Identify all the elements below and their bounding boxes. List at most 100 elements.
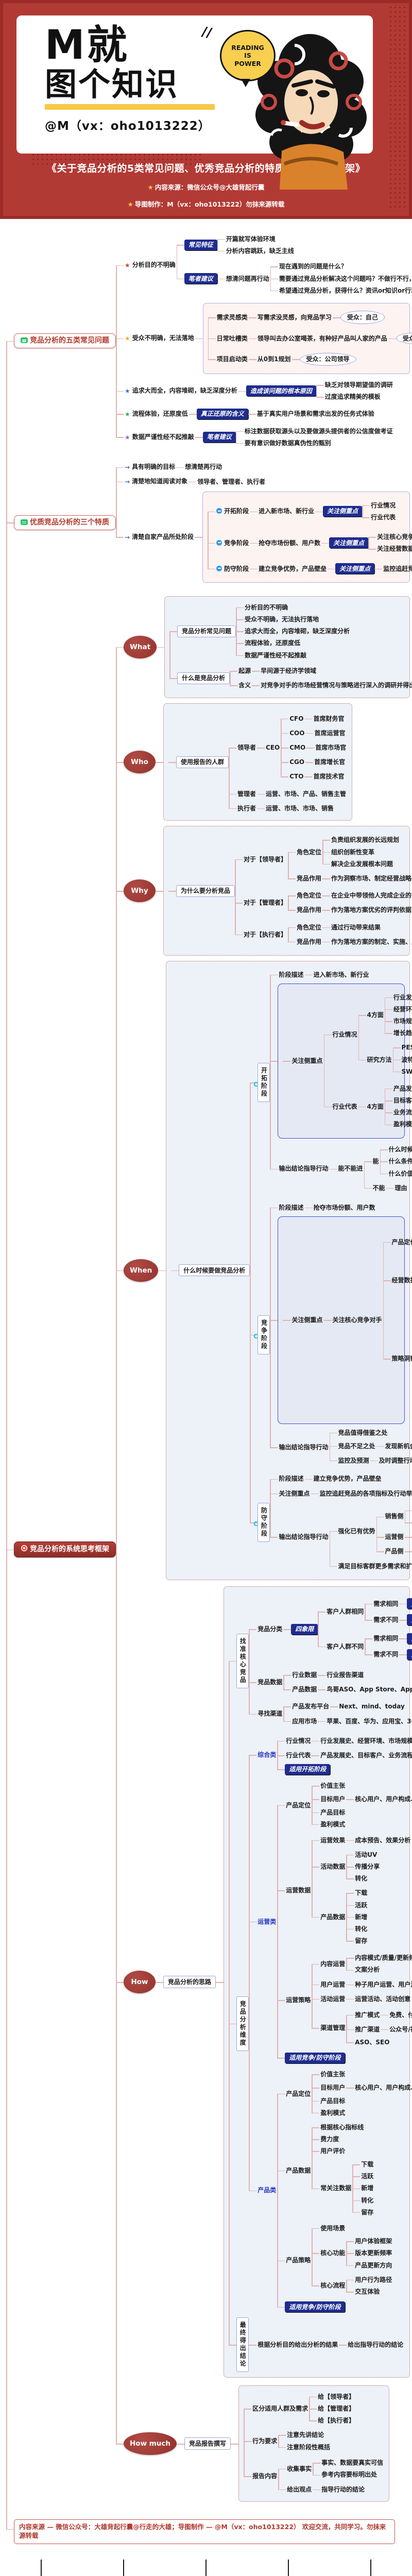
plain-label: 数据严谨性经不起推敲	[124, 432, 195, 442]
map-branch-item: 受众：公司领导	[292, 351, 356, 367]
map-node-text: Next、mind、today	[339, 1702, 405, 1710]
plain-label: 价值主张	[319, 1781, 346, 1790]
arrow-blue-icon	[125, 533, 130, 541]
plain-label: 角色定位	[296, 891, 322, 900]
map-node: 抢夺市场份额、用户数关注侧重点关注核心竞争对手关注经营数据和经营策略	[258, 530, 405, 556]
map-branch: 收集事实事实、数据要真实可信参考内容要标明出处给出观点指导行动的结论	[278, 2455, 384, 2497]
map-node-text: 开篇就写体验环境	[226, 235, 276, 243]
bubble-line: POWER	[234, 60, 261, 68]
map-node: 四象限客户人群相同需求相同第一象限需求不同第二象限客户人群不同需求相同第三象限需…	[291, 1595, 405, 1664]
chat-icon	[21, 337, 28, 343]
map-branch-item: 第一象限	[399, 1597, 412, 1611]
map-branch-item: 竞品作用作为落地方案优劣的评判依据	[288, 903, 405, 917]
map-node-text: 新增	[355, 1913, 367, 1921]
map-branch-item: 区分适用人群及需求给【领导者】给【管理者】给【执行者】行为要求注意先讲结论注意阶…	[231, 2384, 389, 2503]
map-node-text: CTO	[289, 772, 303, 781]
map-branch-item: 收集事实事实、数据要真实可信参考内容要标明出处	[278, 2455, 384, 2482]
plain-label: 区分适用人群及需求	[251, 2404, 309, 2413]
plain-label: 用户评价	[319, 2146, 346, 2156]
map-node: 盈利模式	[392, 1120, 401, 1129]
grp-bluesolid-group: 关注侧重点行业情况4方面行业发展史经营环境市场规模增长趋势研究方法PEST法波特…	[278, 984, 405, 1139]
plain-label: 关注核心竞争对手	[376, 532, 412, 541]
plain-label: 传播分享	[354, 1862, 381, 1871]
map-node: 对于【执行者】角色定位通过行动带来结果竞品作用作为落地方案的制定、实施、监控和调…	[243, 920, 405, 949]
map-node-text: How	[131, 1977, 148, 1987]
plain-label: 起源	[237, 666, 252, 675]
map-node-text: 首席市场官	[315, 743, 346, 752]
map-node-text: 传播分享	[355, 1862, 380, 1871]
map-node-text: 找准核心竞品	[238, 1638, 247, 1684]
map-node-text: 基于真实用户场景和需求出发的任务式体验	[257, 410, 374, 418]
map-node-text: 需求不同	[373, 1616, 398, 1624]
map-node: 竞品分析常见问题分析目的不明确受众不明确，无法执行落地追求大而全，内容堆砌，缺乏…	[177, 601, 351, 661]
plain-label: 产品更新方向	[354, 2261, 393, 2270]
plain-label: 阶段描述	[278, 1203, 304, 1212]
map-branch-item: 从0到1规划受众：公司领导	[249, 350, 356, 368]
map-node-text: 流程体验，还原度低	[245, 639, 300, 647]
map-node-text: 活跃	[355, 1901, 367, 1909]
map-node: 转化	[354, 1874, 368, 1883]
hanging-lamps	[0, 2560, 412, 2576]
map-node-text: CGO	[289, 758, 304, 766]
map-branch-item: 产品类产品定位价值主张目标用户核心用户、用户构成、用户画像产品目标盈利模式产品数…	[249, 2066, 405, 2315]
map-branch-item: 产品发展史、目标客户、业务流程、盈利模式	[312, 1749, 405, 1761]
vert-label: 竞品分析维度	[236, 1996, 249, 2051]
map-branch-item: 用户评价	[312, 2145, 374, 2157]
map-node: 常见特征开篇就写体验环境分析内容跳跃，缺乏主线	[184, 233, 295, 257]
plain-label: 新增	[354, 1912, 368, 1922]
map-branch-item: 项目启动类从0到1规划受众：公司领导	[208, 349, 405, 369]
plain-label: 业务流程	[392, 1108, 412, 1117]
map-branch: 使用场景核心功能用户体验框架版本更新频率产品更新方向核心流程用户行为路径交互体验	[312, 2222, 393, 2299]
map-node: 文案分析	[354, 1965, 381, 1974]
map-node-text: 执行者	[237, 804, 256, 812]
lamp-wire	[123, 2560, 125, 2576]
lamp-icon	[247, 2560, 330, 2576]
vert-label: 开拓阶段	[258, 1063, 270, 1102]
map-node: 首席财务官	[312, 714, 345, 723]
map-node: 核心用户、用户构成、用户画像	[354, 1794, 405, 1804]
plain-label: 输出结论指导行动	[278, 1532, 329, 1541]
plain-label: 收集事实	[286, 2464, 313, 2473]
map-branch-item: 对竞争对手的市场经营情况与策略进行深入的调研并得出指导结论的过程	[252, 680, 405, 691]
map-branch-item: 开篇就写体验环境	[217, 233, 295, 245]
plain-label: 研究方法	[366, 1055, 393, 1064]
plain-label: 现在遇到的问题是什么？	[278, 262, 348, 271]
map-branch-item: 运营侧运营能力强化	[376, 1530, 408, 1544]
mindmap-root: 竞品分析的五类常见问题分析目的不明确常见特征开篇就写体验环境分析内容跳跃，缺乏主…	[6, 226, 410, 2548]
map-node-text: 能不能进	[338, 1164, 363, 1173]
map-branch-item: 首席技术官	[304, 771, 345, 783]
map-branch-item: 进入新市场、新行业关注侧重点行业情况行业代表	[250, 497, 397, 526]
plain-label: 什么价值	[388, 1169, 412, 1178]
map-node-text: 想清问题再行动	[226, 275, 269, 283]
map-node: 盈利模式	[319, 2108, 346, 2117]
grp-blue-group: 竞品分析常见问题分析目的不明确受众不明确，无法执行落地追求大而全，内容堆砌，缺乏…	[164, 596, 410, 698]
plain-label: 推广渠道	[354, 2025, 381, 2034]
map-branch-item: 关注侧重点行业情况行业代表	[315, 498, 397, 524]
map-branch-item: 竞品分析维度综合类行业情况行业发展史、经营环境、市场规模、增长趋势行业代表产品发…	[229, 1731, 405, 2316]
map-node: 追求大而全，内容堆砌，缺乏深度分析	[244, 626, 351, 636]
map-branch-item: 想清问题再行动现在遇到的问题是什么？需要通过竞品分析解决这个问题吗？不做行不行，…	[217, 259, 410, 298]
map-branch-item: 关注侧重点关注核心竞争对手产品定位价值主张目标用户产品目标经营数据产品侧运营侧消…	[270, 1215, 405, 1426]
map-node-text: 产品定位	[286, 1801, 311, 1809]
lamp-wire	[288, 2560, 289, 2576]
map-branch-item: 适用竞争/防守阶段	[277, 2300, 405, 2314]
map-branch-item: 开拓阶段进入新市场、新行业关注侧重点行业情况行业代表	[208, 496, 405, 527]
map-node: 首席增长官	[313, 757, 346, 767]
map-node-text: 下载	[361, 2160, 373, 2168]
map-node: 能不能进能什么时候什么条件什么价值不能理由	[337, 1142, 405, 1195]
map-node-text: 什么条件	[389, 1157, 412, 1165]
lamp-wire	[205, 2560, 207, 2576]
map-node: 强化已有优势销售侧认知强化渠道强化运营侧运营能力强化产品侧核心功能强化	[337, 1503, 405, 1559]
map-node-text: 产品侧	[385, 1547, 404, 1555]
plain-label: 什么时候	[388, 1145, 412, 1154]
map-branch-item: 笔者建议想清问题再行动现在遇到的问题是什么？需要通过竞品分析解决这个问题吗？不做…	[177, 258, 410, 299]
map-node: 分析目的不明确常见特征开篇就写体验环境分析内容跳跃，缺乏主线笔者建议想清问题再行…	[124, 232, 410, 299]
map-node: 行业情况4方面行业发展史经营环境市场规模增长趋势研究方法PEST法波特五力SWO…	[332, 990, 400, 1079]
vert-label: 找准核心竞品	[236, 1634, 249, 1688]
map-node-text: 目标客户	[393, 1096, 412, 1105]
